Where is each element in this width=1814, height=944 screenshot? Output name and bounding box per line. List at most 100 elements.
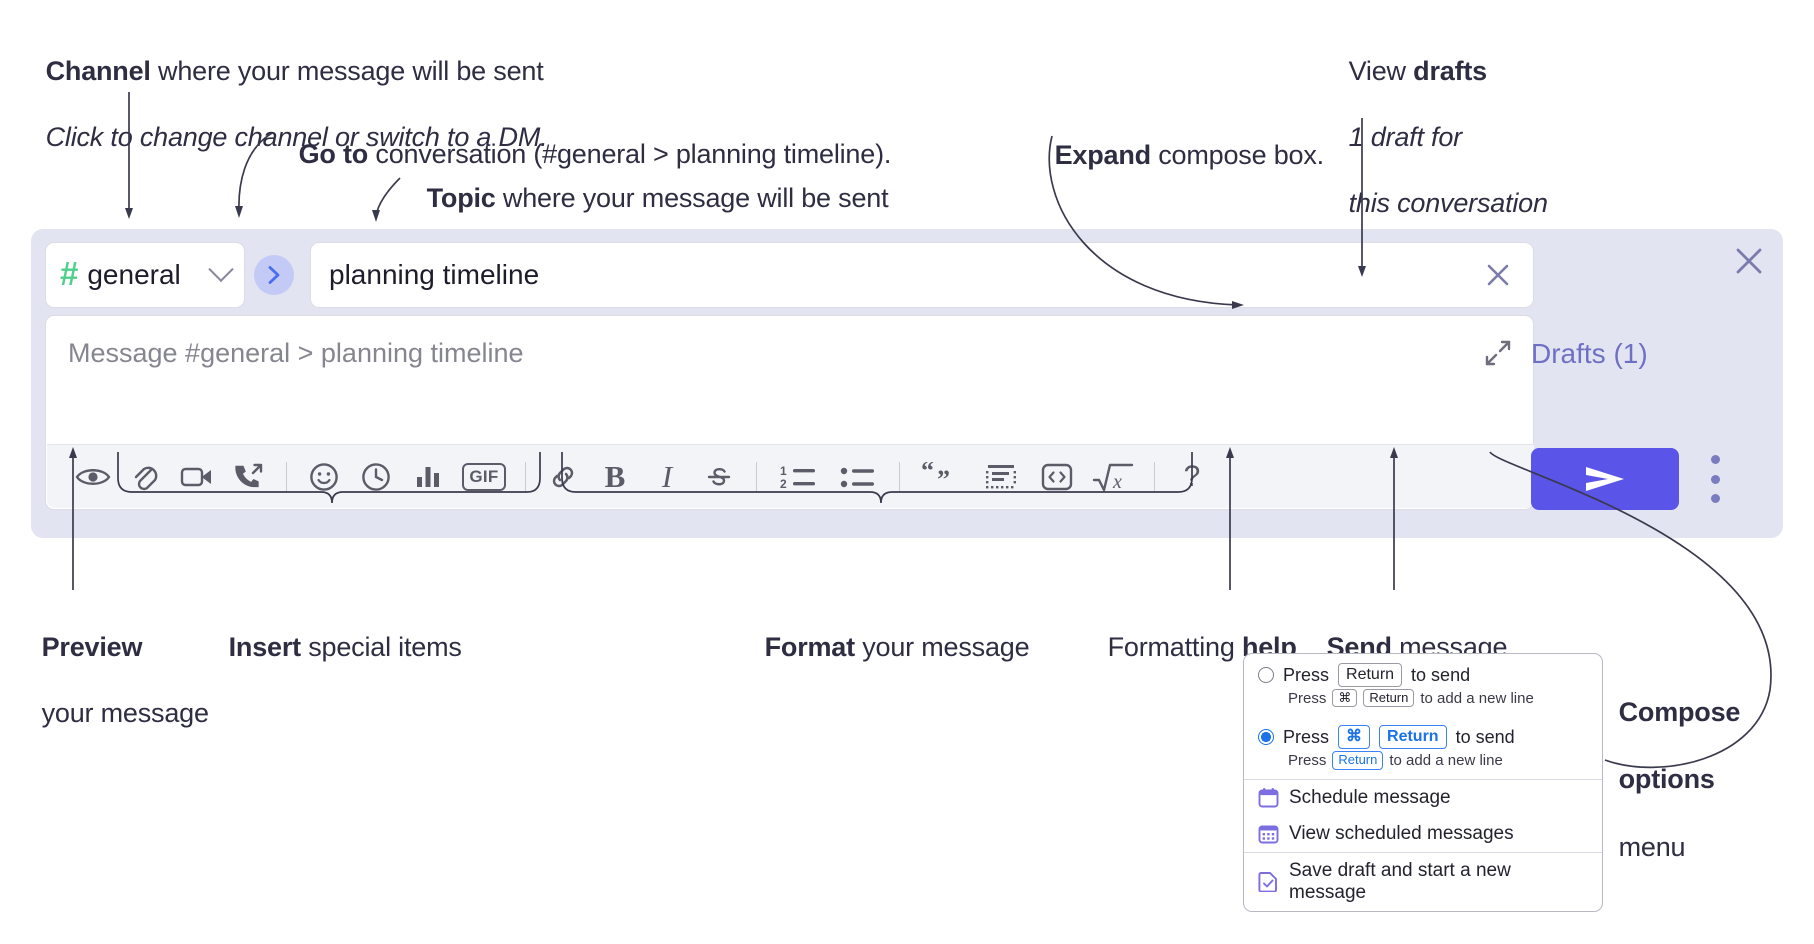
svg-text:1: 1 bbox=[780, 464, 787, 478]
topic-clear-button[interactable] bbox=[1481, 258, 1515, 292]
italic-button[interactable]: I bbox=[641, 451, 693, 503]
compose-options-button[interactable] bbox=[1702, 455, 1728, 503]
menu-option1-sub-post: to add a new line bbox=[1420, 689, 1534, 707]
hash-icon: # bbox=[60, 255, 79, 292]
menu-option2-sub-post: to add a new line bbox=[1389, 751, 1503, 769]
math-icon: x bbox=[1092, 463, 1134, 493]
message-input-container[interactable]: Message #general > planning timeline bbox=[45, 315, 1534, 510]
annotation-compose-options-bold2: options bbox=[1618, 764, 1715, 795]
radio-button[interactable] bbox=[1258, 667, 1274, 683]
gif-button[interactable]: GIF bbox=[454, 451, 514, 503]
annotation-insert-bold: Insert bbox=[228, 631, 302, 662]
inline-code-button[interactable] bbox=[1031, 451, 1083, 503]
blockquote-icon: “ ” bbox=[921, 462, 950, 492]
toolbar-separator bbox=[1154, 461, 1155, 492]
menu-option2-hint: Press Return to add a new line bbox=[1244, 751, 1602, 778]
call-button[interactable] bbox=[223, 451, 275, 503]
compose-options-menu: Press Return to send Press ⌘ Return to a… bbox=[1243, 653, 1603, 912]
channel-selector[interactable]: # general bbox=[45, 242, 245, 308]
kebab-dot bbox=[1710, 494, 1720, 503]
annotation-topic-bold: Topic bbox=[426, 182, 496, 213]
menu-item-label: Save draft and start a new message bbox=[1289, 859, 1511, 903]
topic-value: planning timeline bbox=[329, 259, 540, 290]
annotation-channel: Channel where your message will be sent … bbox=[31, 22, 548, 154]
menu-option-cmd-return-to-send[interactable]: Press ⌘ Return to send bbox=[1244, 716, 1602, 751]
poll-icon bbox=[417, 466, 439, 487]
code-block-button[interactable] bbox=[971, 451, 1031, 503]
menu-divider bbox=[1244, 778, 1602, 780]
menu-option2-post: to send bbox=[1455, 726, 1515, 747]
close-icon bbox=[1736, 248, 1762, 274]
key-return: Return bbox=[1379, 725, 1447, 750]
attachment-button[interactable] bbox=[119, 451, 171, 503]
svg-text:”: ” bbox=[937, 465, 950, 492]
annotation-compose-options: Compose options menu bbox=[1604, 662, 1741, 865]
topic-row: # general planning timeline bbox=[45, 242, 1534, 308]
inline-code-icon bbox=[1041, 463, 1073, 490]
bullet-list-icon bbox=[840, 467, 874, 487]
annotation-preview: Preview your message bbox=[27, 598, 209, 730]
annotation-drafts-sub2: this conversation bbox=[1348, 187, 1548, 218]
toolbar-separator bbox=[286, 461, 287, 492]
annotation-format-bold: Format bbox=[764, 631, 856, 662]
topic-input[interactable]: planning timeline bbox=[310, 242, 1534, 308]
annotation-topic: Topic where your message will be sent bbox=[412, 149, 889, 215]
strikethrough-button[interactable] bbox=[693, 451, 745, 503]
ordered-list-button[interactable]: 1 2 bbox=[768, 451, 828, 503]
gif-label: GIF bbox=[462, 462, 506, 491]
menu-item-save-draft[interactable]: Save draft and start a new message bbox=[1244, 853, 1602, 911]
annotation-channel-bold: Channel bbox=[45, 55, 151, 86]
annotation-topic-rest: where your message will be sent bbox=[495, 182, 889, 213]
kebab-dot bbox=[1710, 474, 1720, 484]
help-button[interactable]: ? bbox=[1166, 451, 1218, 503]
bold-label: B bbox=[604, 458, 626, 494]
kebab-dot bbox=[1710, 455, 1720, 464]
svg-text:“: “ bbox=[921, 462, 934, 485]
ordered-list-icon: 1 2 bbox=[780, 464, 815, 491]
call-icon bbox=[235, 463, 263, 487]
annotation-expand-bold: Expand bbox=[1054, 139, 1152, 170]
annotation-expand-rest: compose box. bbox=[1150, 139, 1324, 170]
clock-icon bbox=[362, 462, 390, 491]
annotation-insert-rest: special items bbox=[300, 631, 462, 662]
chevron-right-icon bbox=[268, 266, 280, 284]
drafts-link[interactable]: Drafts (1) bbox=[1531, 338, 1648, 369]
video-button[interactable] bbox=[171, 451, 223, 503]
menu-option-return-to-send[interactable]: Press Return to send bbox=[1244, 654, 1602, 689]
toolbar-separator bbox=[756, 461, 757, 492]
blockquote-button[interactable]: “ ” bbox=[911, 451, 971, 503]
strikethrough-icon bbox=[707, 467, 731, 485]
attachment-icon bbox=[134, 466, 158, 490]
link-icon bbox=[552, 466, 574, 487]
calendar-grid-icon bbox=[1258, 825, 1279, 844]
close-panel-button[interactable] bbox=[1731, 243, 1767, 279]
annotation-compose-options-rest: menu bbox=[1618, 831, 1686, 862]
clock-button[interactable] bbox=[350, 451, 402, 503]
expand-compose-button[interactable] bbox=[1483, 338, 1517, 372]
emoji-button[interactable] bbox=[298, 451, 350, 503]
help-label: ? bbox=[1183, 459, 1201, 493]
emoji-icon bbox=[310, 462, 338, 491]
bullet-list-button[interactable] bbox=[828, 451, 888, 503]
send-button[interactable] bbox=[1531, 448, 1679, 510]
message-placeholder: Message #general > planning timeline bbox=[68, 338, 524, 368]
menu-option2-pre: Press bbox=[1283, 726, 1330, 747]
poll-button[interactable] bbox=[402, 451, 454, 503]
preview-icon bbox=[75, 468, 111, 485]
math-button[interactable]: x bbox=[1083, 451, 1143, 503]
annotation-drafts: View drafts 1 draft for this conversatio… bbox=[1334, 22, 1548, 220]
bold-button[interactable]: B bbox=[589, 451, 641, 503]
formatting-toolbar: GIF B I bbox=[47, 444, 1534, 508]
annotation-drafts-sub1: 1 draft for bbox=[1348, 121, 1463, 152]
menu-item-schedule-message[interactable]: Schedule message bbox=[1244, 780, 1602, 816]
link-button[interactable] bbox=[537, 451, 589, 503]
annotation-compose-options-bold1: Compose bbox=[1618, 696, 1741, 727]
toolbar-separator bbox=[899, 461, 900, 492]
radio-button-selected[interactable] bbox=[1258, 729, 1274, 746]
menu-item-view-scheduled-messages[interactable]: View scheduled messages bbox=[1244, 816, 1602, 852]
annotation-preview-bold: Preview bbox=[41, 631, 143, 662]
goto-conversation-button[interactable] bbox=[254, 255, 294, 295]
preview-button[interactable] bbox=[67, 451, 119, 503]
key-return: Return bbox=[1338, 663, 1403, 687]
key-return: Return bbox=[1363, 689, 1415, 708]
